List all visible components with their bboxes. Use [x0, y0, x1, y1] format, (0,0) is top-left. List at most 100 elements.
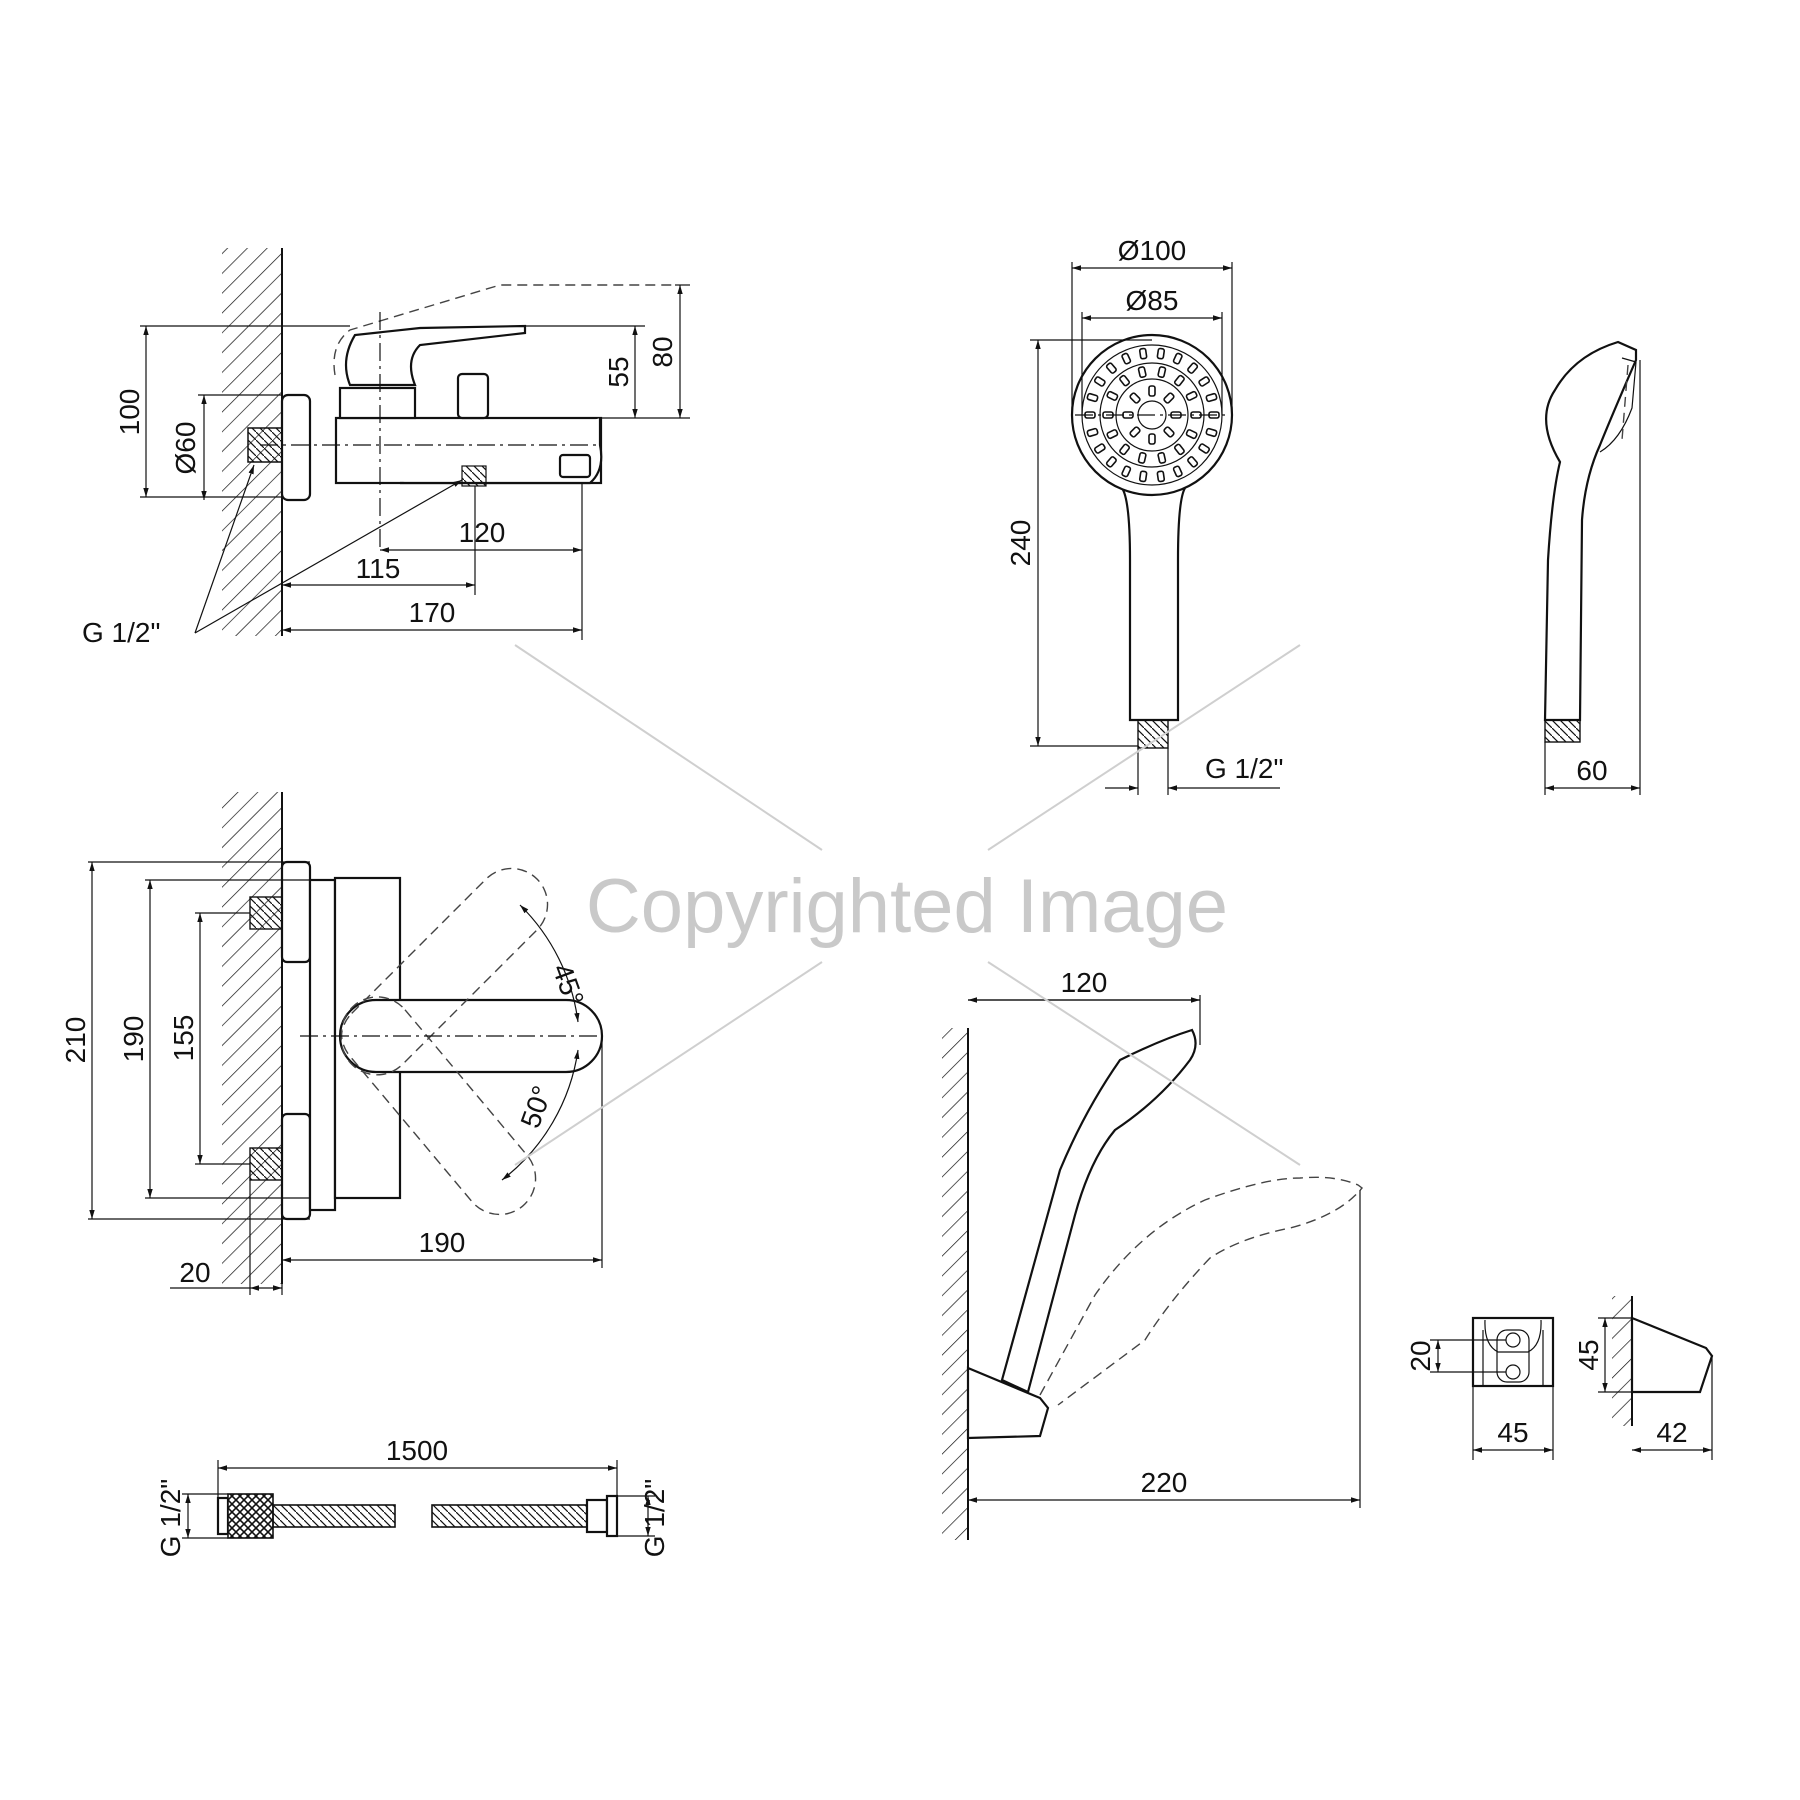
- nozzle: [1086, 427, 1099, 438]
- hand-shower-front-view: Ø100 Ø85 240 G 1/2": [1005, 235, 1283, 795]
- shower-ghost-position: [1039, 1176, 1364, 1406]
- nozzle: [1185, 390, 1198, 401]
- wall-flange: [280, 393, 312, 502]
- nozzle: [1086, 392, 1099, 403]
- nozzle: [1198, 443, 1211, 454]
- upper-inlet-thread: [249, 896, 283, 930]
- dim-d85: Ø85: [1126, 285, 1179, 316]
- nozzle: [1137, 451, 1147, 464]
- wall-hatch-install: [942, 1028, 968, 1540]
- dim-h80: 80: [647, 336, 678, 367]
- watermark: Copyrighted Image: [514, 644, 1301, 1166]
- nozzle: [1129, 392, 1141, 404]
- shower-side-thread: [1544, 719, 1581, 743]
- dim-w115: 115: [356, 553, 401, 584]
- dim-h190: 190: [118, 1016, 149, 1063]
- nozzle: [1105, 456, 1117, 468]
- upper-flange: [280, 860, 312, 964]
- hose-thread-left: G 1/2": [155, 1479, 186, 1557]
- nozzle: [1156, 347, 1166, 360]
- hose-left-knurled-grip: [227, 1493, 274, 1539]
- hose-thread-right: G 1/2": [639, 1479, 670, 1557]
- dim-h155: 155: [168, 1015, 199, 1062]
- nozzle: [1137, 366, 1147, 379]
- nozzle: [1185, 429, 1198, 440]
- dim-w60: 60: [1576, 755, 1607, 786]
- nozzle: [1205, 427, 1218, 438]
- shower-side-face: [1599, 357, 1637, 453]
- faucet-front-view: 45° 50° 210 190 155 190 20: [60, 792, 604, 1295]
- hose-right-nut: [605, 1494, 619, 1538]
- lever-handle: [344, 324, 527, 387]
- dim-d60: Ø60: [170, 422, 201, 475]
- dim-install-w120: 120: [1061, 967, 1108, 998]
- nozzle: [1119, 374, 1131, 387]
- lower-flange: [280, 1112, 312, 1221]
- dim-hose-length: 1500: [386, 1435, 448, 1466]
- lever-open-ghost: [333, 284, 675, 376]
- watermark-text: Copyrighted Image: [586, 864, 1228, 949]
- dim-holder-h20: 20: [1405, 1340, 1436, 1371]
- nozzle: [1187, 362, 1199, 374]
- dim-h210: 210: [60, 1017, 91, 1064]
- wall-hatch-holder: [1612, 1296, 1632, 1426]
- nozzle: [1106, 390, 1119, 401]
- dim-install-w220: 220: [1141, 1467, 1188, 1498]
- shower-handle: [1121, 487, 1186, 722]
- nozzle: [1093, 376, 1106, 387]
- shower-install-view: 120 220: [942, 967, 1364, 1540]
- nozzle-pattern: [1084, 347, 1220, 483]
- nozzle: [1173, 443, 1185, 456]
- aerator: [558, 453, 592, 479]
- nozzle: [1173, 374, 1185, 387]
- lower-inlet-thread: [249, 1147, 283, 1181]
- shower-handle-installed: [1000, 1028, 1197, 1394]
- nozzle: [1148, 385, 1156, 397]
- hose-view: 1500 G 1/2" G 1/2": [155, 1435, 670, 1557]
- holder-side-profile: [1630, 1316, 1714, 1394]
- nozzle: [1138, 347, 1148, 360]
- hose-right-fitting: [585, 1498, 609, 1534]
- nozzle: [1105, 362, 1117, 374]
- nozzle: [1205, 392, 1218, 403]
- dim-w120: 120: [459, 517, 506, 548]
- nozzle: [1157, 451, 1167, 464]
- nozzle: [1157, 366, 1167, 379]
- nozzle: [1121, 352, 1132, 365]
- nozzle: [1119, 443, 1131, 456]
- body-front: [308, 878, 337, 1212]
- faucet-side-view: 100 Ø60 55 80 120 115 170 G 1/2": [82, 248, 690, 648]
- dim-d100: Ø100: [1118, 235, 1187, 266]
- dim-w170: 170: [409, 597, 456, 628]
- nozzle: [1172, 465, 1183, 478]
- nozzle: [1198, 376, 1211, 387]
- holder-front-view: 20 45: [1405, 1316, 1555, 1460]
- nozzle: [1121, 465, 1132, 478]
- shower-outlet-thread: [461, 465, 487, 487]
- nozzle: [1187, 456, 1199, 468]
- thread-label-side: G 1/2": [82, 617, 160, 648]
- wall-hatch-front: [222, 792, 282, 1284]
- shower-thread-label: G 1/2": [1205, 753, 1283, 784]
- nozzle: [1163, 392, 1175, 404]
- hose-segment-left: [272, 1504, 396, 1528]
- dim-h55: 55: [603, 356, 634, 387]
- nozzle: [1093, 443, 1106, 454]
- dim-holder-w45: 45: [1497, 1417, 1528, 1448]
- lever-base: [338, 386, 417, 420]
- dim-w20: 20: [179, 1257, 210, 1288]
- nozzle: [1156, 470, 1166, 483]
- nozzle: [1129, 426, 1141, 438]
- nozzle: [1138, 470, 1148, 483]
- holder-side-view: 45 42: [1573, 1296, 1714, 1460]
- spout: [400, 418, 603, 485]
- dim-w190: 190: [419, 1227, 466, 1258]
- dim-holder-h45: 45: [1573, 1339, 1604, 1370]
- dim-h100: 100: [114, 389, 145, 436]
- hose-left-nut: [216, 1496, 230, 1536]
- lever-ghosts: [340, 867, 549, 1216]
- nozzle: [1148, 433, 1156, 445]
- nozzle: [1163, 426, 1175, 438]
- dim-holder-w42: 42: [1656, 1417, 1687, 1448]
